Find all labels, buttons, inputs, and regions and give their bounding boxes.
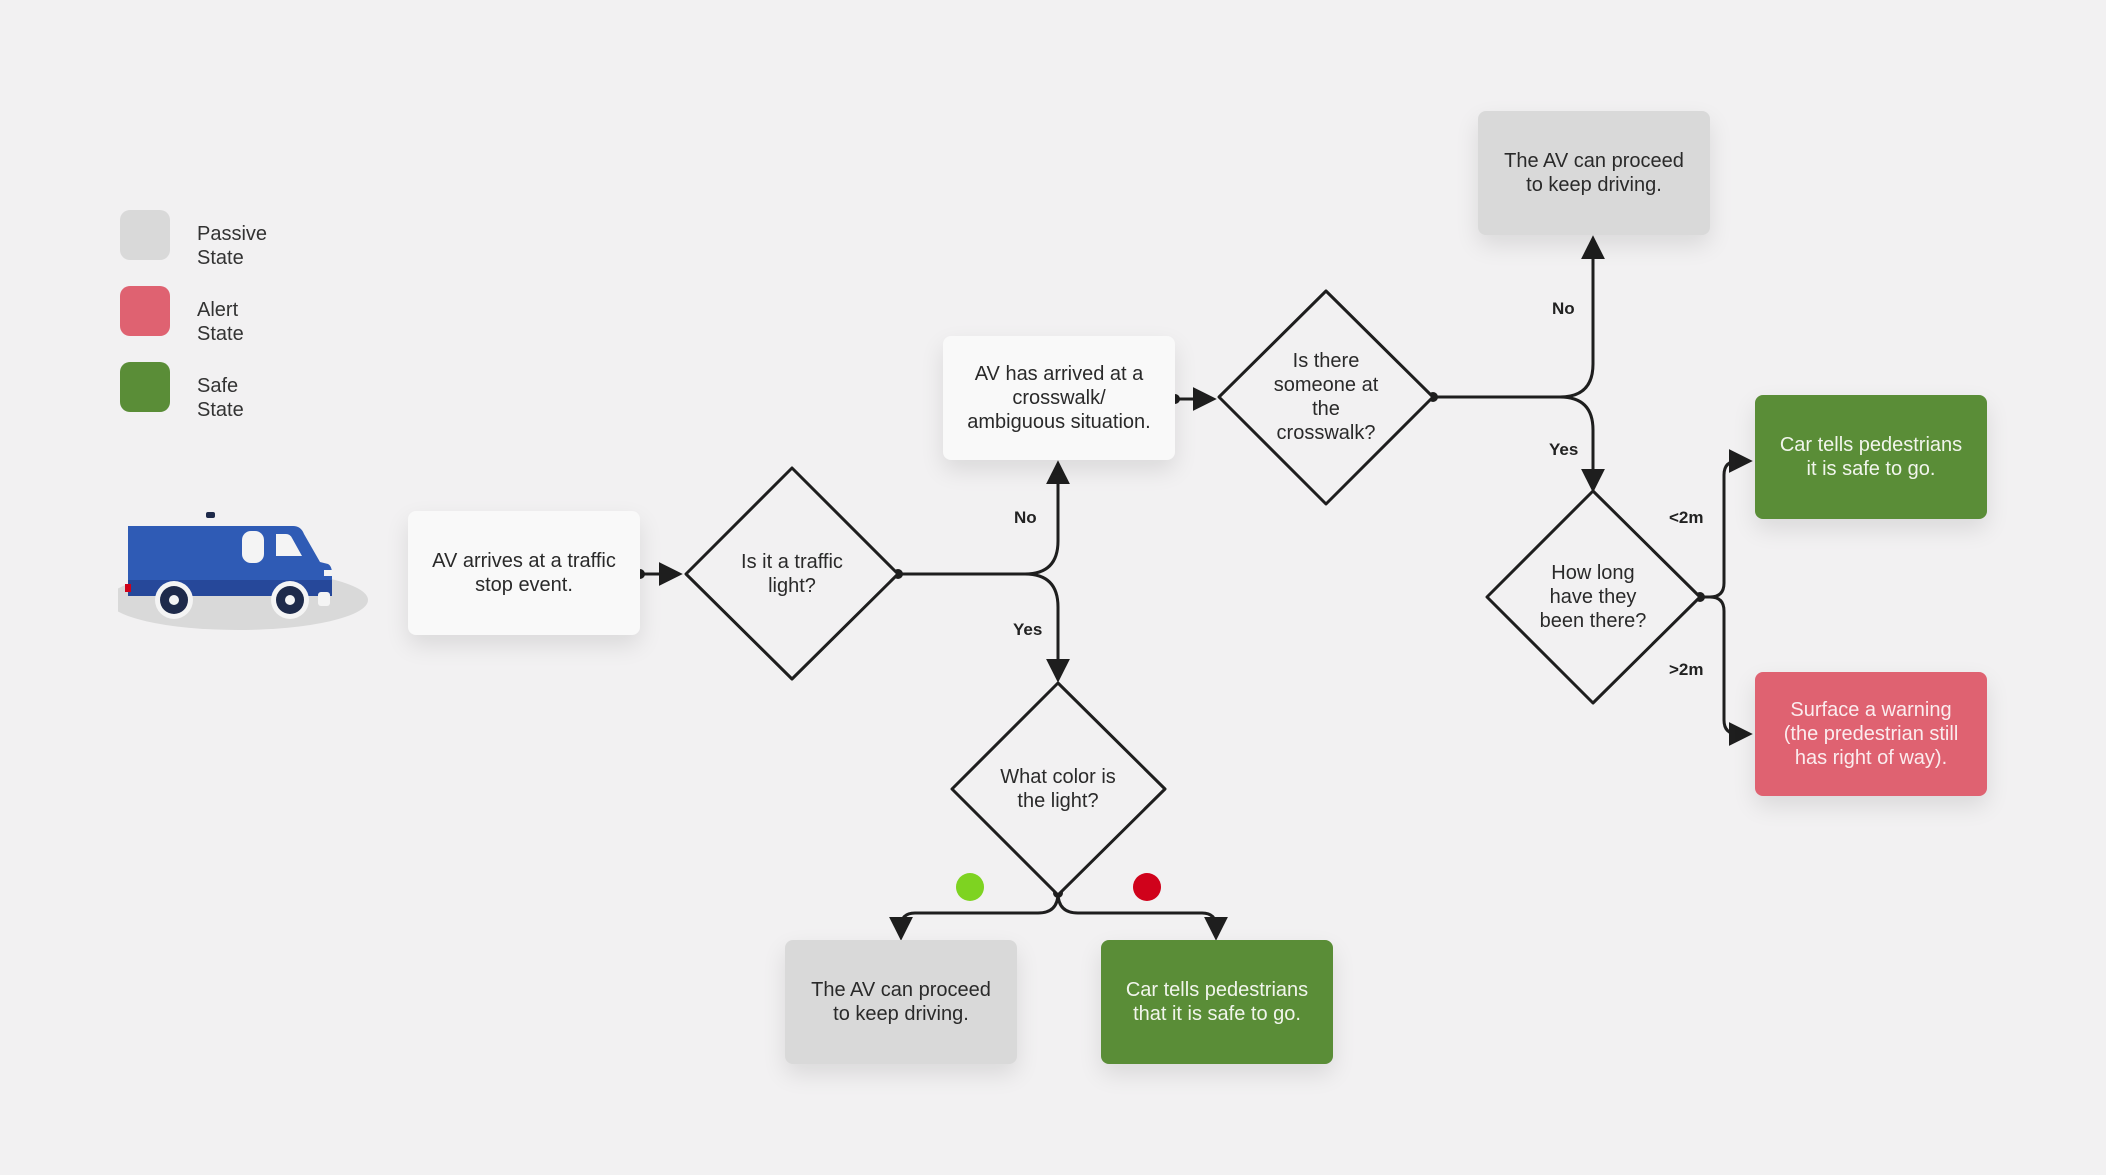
start-box: AV arrives at a traffic stop event. (408, 511, 640, 635)
legend-swatch-passive (120, 210, 170, 260)
safe-top-box: Car tells pedestrians it is safe to go. (1755, 395, 1987, 519)
someone-diamond (1217, 289, 1435, 506)
warning-box-text: Surface a warning (the predestrian still… (1783, 699, 1959, 769)
proceed-top-box: The AV can proceed to keep driving. (1478, 111, 1710, 235)
safe-top-box-text: Car tells pedestrians it is safe to go. (1779, 434, 1963, 480)
proceed-bottom-box: The AV can proceed to keep driving. (785, 940, 1017, 1064)
edge-label-under-2m: <2m (1669, 508, 1704, 527)
how-long-diamond (1485, 489, 1702, 705)
color-question: What color is the light? (1000, 766, 1116, 812)
traffic-light-diamond (684, 466, 900, 681)
edge-over-2m (1709, 595, 1753, 746)
safe-bottom-box-text: Car tells pedestrians that it is safe to… (1125, 979, 1309, 1025)
legend-swatch-safe (120, 362, 170, 412)
edge-label-someone-yes: Yes (1549, 440, 1579, 459)
proceed-bottom-box-text: The AV can proceed to keep driving. (811, 979, 991, 1025)
edge-label-traffic-yes: Yes (1013, 620, 1043, 639)
color-diamond (950, 681, 1167, 897)
how-long-question: How long have they been there? (1539, 562, 1647, 632)
edge-color-green (889, 892, 1060, 941)
green-light-icon (956, 873, 984, 901)
proceed-top-box-text: The AV can proceed to keep driving. (1504, 150, 1684, 196)
edge-under-2m (1700, 449, 1753, 599)
safe-bottom-box: Car tells pedestrians that it is safe to… (1101, 940, 1333, 1064)
legend-swatch-alert (120, 286, 170, 336)
van-icon (118, 512, 368, 630)
crosswalk-box: AV has arrived at a crosswalk/ ambiguous… (943, 336, 1175, 460)
crosswalk-box-text: AV has arrived at a crosswalk/ ambiguous… (967, 363, 1151, 433)
someone-question: Is there someone at the crosswalk? (1273, 350, 1379, 444)
warning-box: Surface a warning (the predestrian still… (1755, 672, 1987, 796)
edge-color-red (1056, 892, 1228, 941)
traffic-light-question: Is it a traffic light? (741, 551, 843, 597)
edge-label-over-2m: >2m (1669, 660, 1704, 679)
red-light-icon (1133, 873, 1161, 901)
edge-label-traffic-no: No (1014, 508, 1037, 527)
start-box-text: AV arrives at a traffic stop event. (432, 550, 616, 596)
edge-label-someone-no: No (1552, 299, 1575, 318)
edge-someone-yes (1559, 395, 1605, 493)
edge-traffic-yes (1024, 572, 1070, 683)
